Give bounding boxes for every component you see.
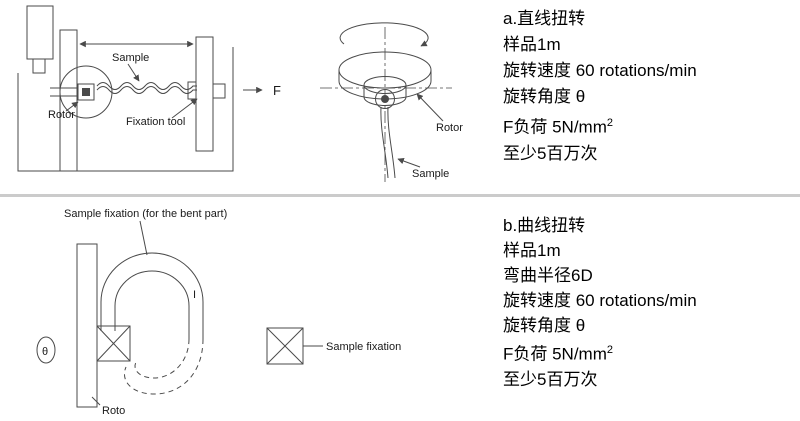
spec-sample-length-b: 样品1m: [503, 241, 561, 260]
spec-min-cycles-a: 至少5百万次: [503, 143, 598, 163]
i-mark: I: [193, 289, 196, 301]
topview-sample-label: Sample: [412, 168, 449, 180]
straight-torsion-diagram: Sample Rotor Fixation tool F Rotor Sampl…: [17, 5, 463, 182]
chuck-core: [82, 88, 90, 96]
sample-fixation-square-diag2: [266, 327, 304, 365]
spec-f-load-sup-a: 2: [606, 117, 614, 129]
spec-min-cycles-b: 至少5百万次: [503, 369, 598, 389]
spec-f-load-sup-b: 2: [606, 344, 614, 356]
spec-f-load-a: F负荷 5N/mm2: [503, 110, 697, 141]
fixation-clamp-right: [212, 83, 226, 99]
rotor-circle: [59, 65, 113, 119]
rotor-plate: [76, 243, 98, 408]
sample-fixation-square: [266, 327, 304, 365]
rotor-leader-line: [65, 101, 79, 112]
spec-f-load-text-a: F负荷 5N/mm: [503, 117, 607, 137]
spec-rotation-angle-a: 旋转角度 θ: [503, 87, 586, 106]
spec-rotation-speed-b: 旋转速度 60 rotations/min: [503, 291, 697, 310]
sample-arch-outer: [100, 252, 204, 339]
rotor-label: Rotor: [48, 109, 75, 121]
sample-label: Sample: [112, 52, 149, 64]
force-label: F: [273, 83, 281, 98]
topview-rotor-leader: [416, 93, 444, 122]
topview-rotor-label: Rotor: [436, 122, 463, 134]
spec-f-load-b: F负荷 5N/mm2: [503, 338, 697, 367]
rotation-arrow: [339, 22, 429, 47]
spec-sample-length-a: 样品1m: [503, 35, 561, 54]
spec-title-a: a.直线扭转: [503, 9, 586, 28]
bent-fixation-leader: [139, 220, 148, 256]
panel-divider: [0, 194, 800, 197]
sample-hook-outer: [124, 338, 204, 395]
sample-down-right: [387, 106, 396, 179]
motor-box: [26, 5, 54, 60]
sample-arch-inner: [114, 270, 190, 339]
force-arrow-group: F: [243, 83, 281, 98]
machine-side-view: Sample Rotor Fixation tool: [17, 5, 234, 172]
theta-label: θ: [42, 346, 48, 358]
bent-fixation-square-box: [96, 325, 131, 362]
topview-sample-leader: [397, 157, 421, 168]
spec-f-load-text-b: F负荷 5N/mm: [503, 344, 607, 364]
curved-torsion-diagram: Sample fixation (for the bent part) I Sa…: [36, 208, 401, 417]
spec-rotation-speed-a: 旋转速度 60 rotations/min: [503, 61, 697, 80]
spec-block-curved: b.曲线扭转 样品1m 弯曲半径6D 旋转速度 60 rotations/min…: [503, 213, 697, 392]
sample-hook-inner: [134, 338, 190, 379]
spec-rotation-angle-b: 旋转角度 θ: [503, 316, 586, 335]
rotor-leader-b: [91, 396, 101, 406]
sample-wave-top: [96, 82, 197, 90]
chuck-center: [381, 95, 389, 103]
fixation-leader-line: [171, 98, 198, 119]
sample-down-left: [380, 106, 389, 179]
left-stanchion: [59, 29, 78, 172]
spec-bend-radius-b: 弯曲半径6D: [503, 266, 593, 285]
spec-title-b: b.曲线扭转: [503, 216, 586, 235]
rotation-axis-ellipse: [36, 336, 56, 364]
fixation-tool-label: Fixation tool: [126, 116, 185, 128]
hub-side-wall: [363, 85, 407, 106]
right-stanchion: [195, 36, 214, 152]
machine-frame: [17, 47, 234, 172]
rotor-label-b: Roto: [102, 405, 125, 417]
bent-fixation-label: Sample fixation (for the bent part): [64, 208, 227, 220]
spec-block-straight: a.直线扭转 样品1m 旋转速度 60 rotations/min 旋转角度 θ…: [503, 6, 697, 167]
rotor-top-view: Rotor Sample: [320, 22, 463, 182]
motor-stem: [32, 58, 46, 74]
sample-leader-line: [127, 63, 140, 82]
bent-fixation-square: [96, 325, 131, 362]
bent-fixation-square-diag2: [96, 325, 131, 362]
chuck-rect: [77, 83, 95, 101]
chuck-circle: [375, 89, 395, 109]
sample-fixation-label: Sample fixation: [326, 341, 401, 353]
sample-wave-bottom: [96, 86, 197, 94]
